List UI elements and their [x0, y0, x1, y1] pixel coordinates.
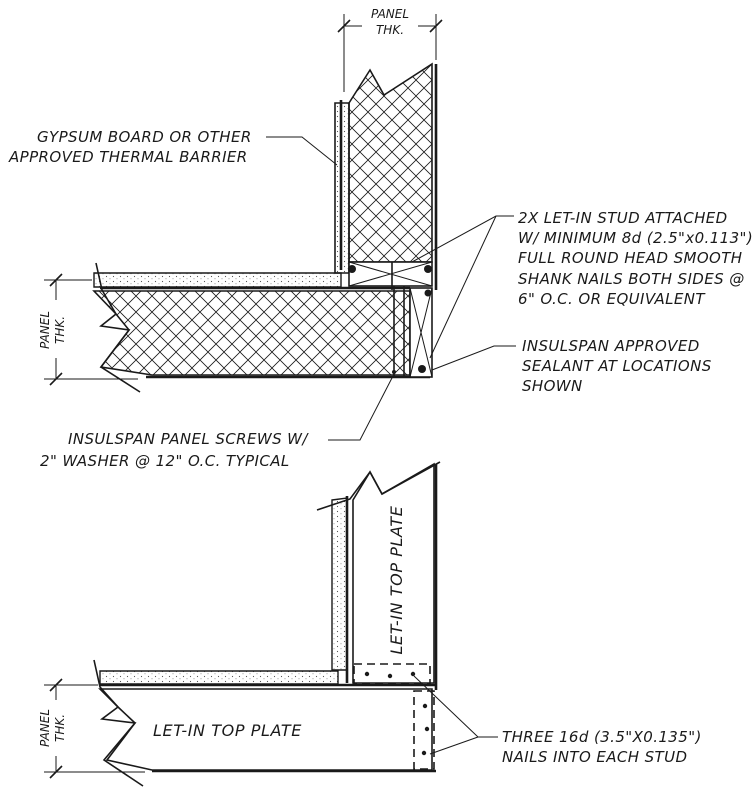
- stud-end-dashed: [413, 690, 435, 770]
- vertical-gypsum-board-lower: [331, 497, 348, 671]
- lower-detail: LET-IN TOP PLATE LET-IN TOP PLATE PANEL …: [38, 461, 702, 787]
- dimension-label-line2: THK.: [53, 714, 67, 742]
- screws-note-line2: 2" WASHER @ 12" O.C. TYPICAL: [40, 452, 290, 470]
- nails-note-line2: NAILS INTO EACH STUD: [502, 748, 687, 766]
- panel-thickness-dimension-lower: PANEL THK.: [38, 678, 145, 779]
- letin-stud-note-line3: FULL ROUND HEAD SMOOTH: [518, 249, 743, 267]
- panel-thickness-dimension-top: PANEL THK.: [337, 7, 443, 92]
- upper-detail: PANEL THK. PANEL THK. GYPSUM BOARD OR OT…: [8, 7, 753, 470]
- sealant-bead: [424, 289, 432, 297]
- horizontal-panel-foam: [92, 290, 411, 376]
- vertical-panel-foam: [348, 62, 433, 263]
- dimension-label-line1: PANEL: [38, 709, 52, 747]
- dimension-label-line1: PANEL: [38, 311, 52, 349]
- nails-note: THREE 16d (3.5"X0.135") NAILS INTO EACH …: [413, 675, 702, 766]
- horizontal-top-plate: [98, 688, 433, 771]
- letin-stud-note: 2X LET-IN STUD ATTACHED W/ MINIMUM 8d (2…: [411, 209, 753, 359]
- sealant-bead: [418, 365, 426, 373]
- dimension-label-line1: PANEL: [371, 7, 409, 21]
- letin-stud-note-line4: SHANK NAILS BOTH SIDES @: [518, 270, 745, 288]
- letin-stud-note-line5: 6" O.C. OR EQUIVALENT: [518, 290, 706, 308]
- sealant-bead: [348, 265, 356, 273]
- horizontal-top-plate-label: LET-IN TOP PLATE: [153, 721, 302, 740]
- sealant-note-line3: SHOWN: [522, 377, 583, 395]
- gypsum-note-line1: GYPSUM BOARD OR OTHER: [37, 128, 252, 146]
- letin-stud-note-line1: 2X LET-IN STUD ATTACHED: [518, 209, 728, 227]
- sealant-note-line1: INSULSPAN APPROVED: [522, 337, 700, 355]
- screws-note-line1: INSULSPAN PANEL SCREWS W/: [68, 430, 309, 448]
- panel-screws-note: INSULSPAN PANEL SCREWS W/ 2" WASHER @ 12…: [40, 375, 394, 470]
- horizontal-gypsum-board: [93, 272, 342, 288]
- horizontal-gypsum-board-lower: [99, 670, 339, 685]
- gypsum-board-note: GYPSUM BOARD OR OTHER APPROVED THERMAL B…: [8, 128, 338, 166]
- letin-stud-note-line2: W/ MINIMUM 8d (2.5"x0.113"): [518, 229, 753, 247]
- nails-note-line1: THREE 16d (3.5"X0.135"): [502, 728, 702, 746]
- panel-thickness-dimension-left: PANEL THK.: [38, 273, 138, 386]
- sealant-bead: [424, 265, 432, 273]
- dimension-label-line2: THK.: [53, 316, 67, 344]
- vertical-top-plate-label: LET-IN TOP PLATE: [387, 505, 406, 654]
- sealant-note-line2: SEALANT AT LOCATIONS: [522, 357, 712, 375]
- dimension-label-line2: THK.: [376, 23, 404, 37]
- gypsum-note-line2: APPROVED THERMAL BARRIER: [8, 148, 248, 166]
- sealant-note: INSULSPAN APPROVED SEALANT AT LOCATIONS …: [431, 337, 712, 395]
